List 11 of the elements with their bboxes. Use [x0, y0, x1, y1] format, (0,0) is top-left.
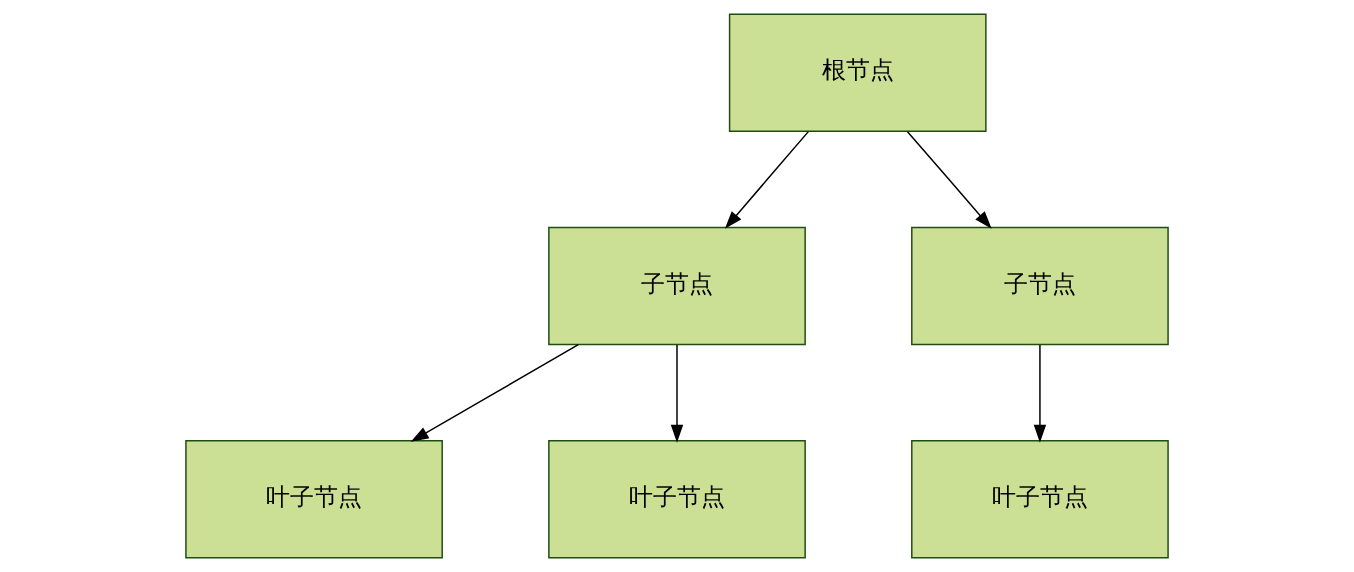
node-box: 子节点	[911, 226, 1169, 346]
node-box: 叶子节点	[911, 440, 1169, 559]
arrow	[1033, 344, 1047, 443]
node-box: 根节点	[728, 13, 987, 132]
arrow	[410, 343, 580, 442]
node-box: 叶子节点	[548, 440, 806, 559]
arrow	[670, 344, 684, 443]
arrow	[906, 130, 992, 229]
node-box: 子节点	[548, 226, 806, 346]
arrow	[724, 130, 810, 229]
node-box: 叶子节点	[185, 440, 443, 559]
